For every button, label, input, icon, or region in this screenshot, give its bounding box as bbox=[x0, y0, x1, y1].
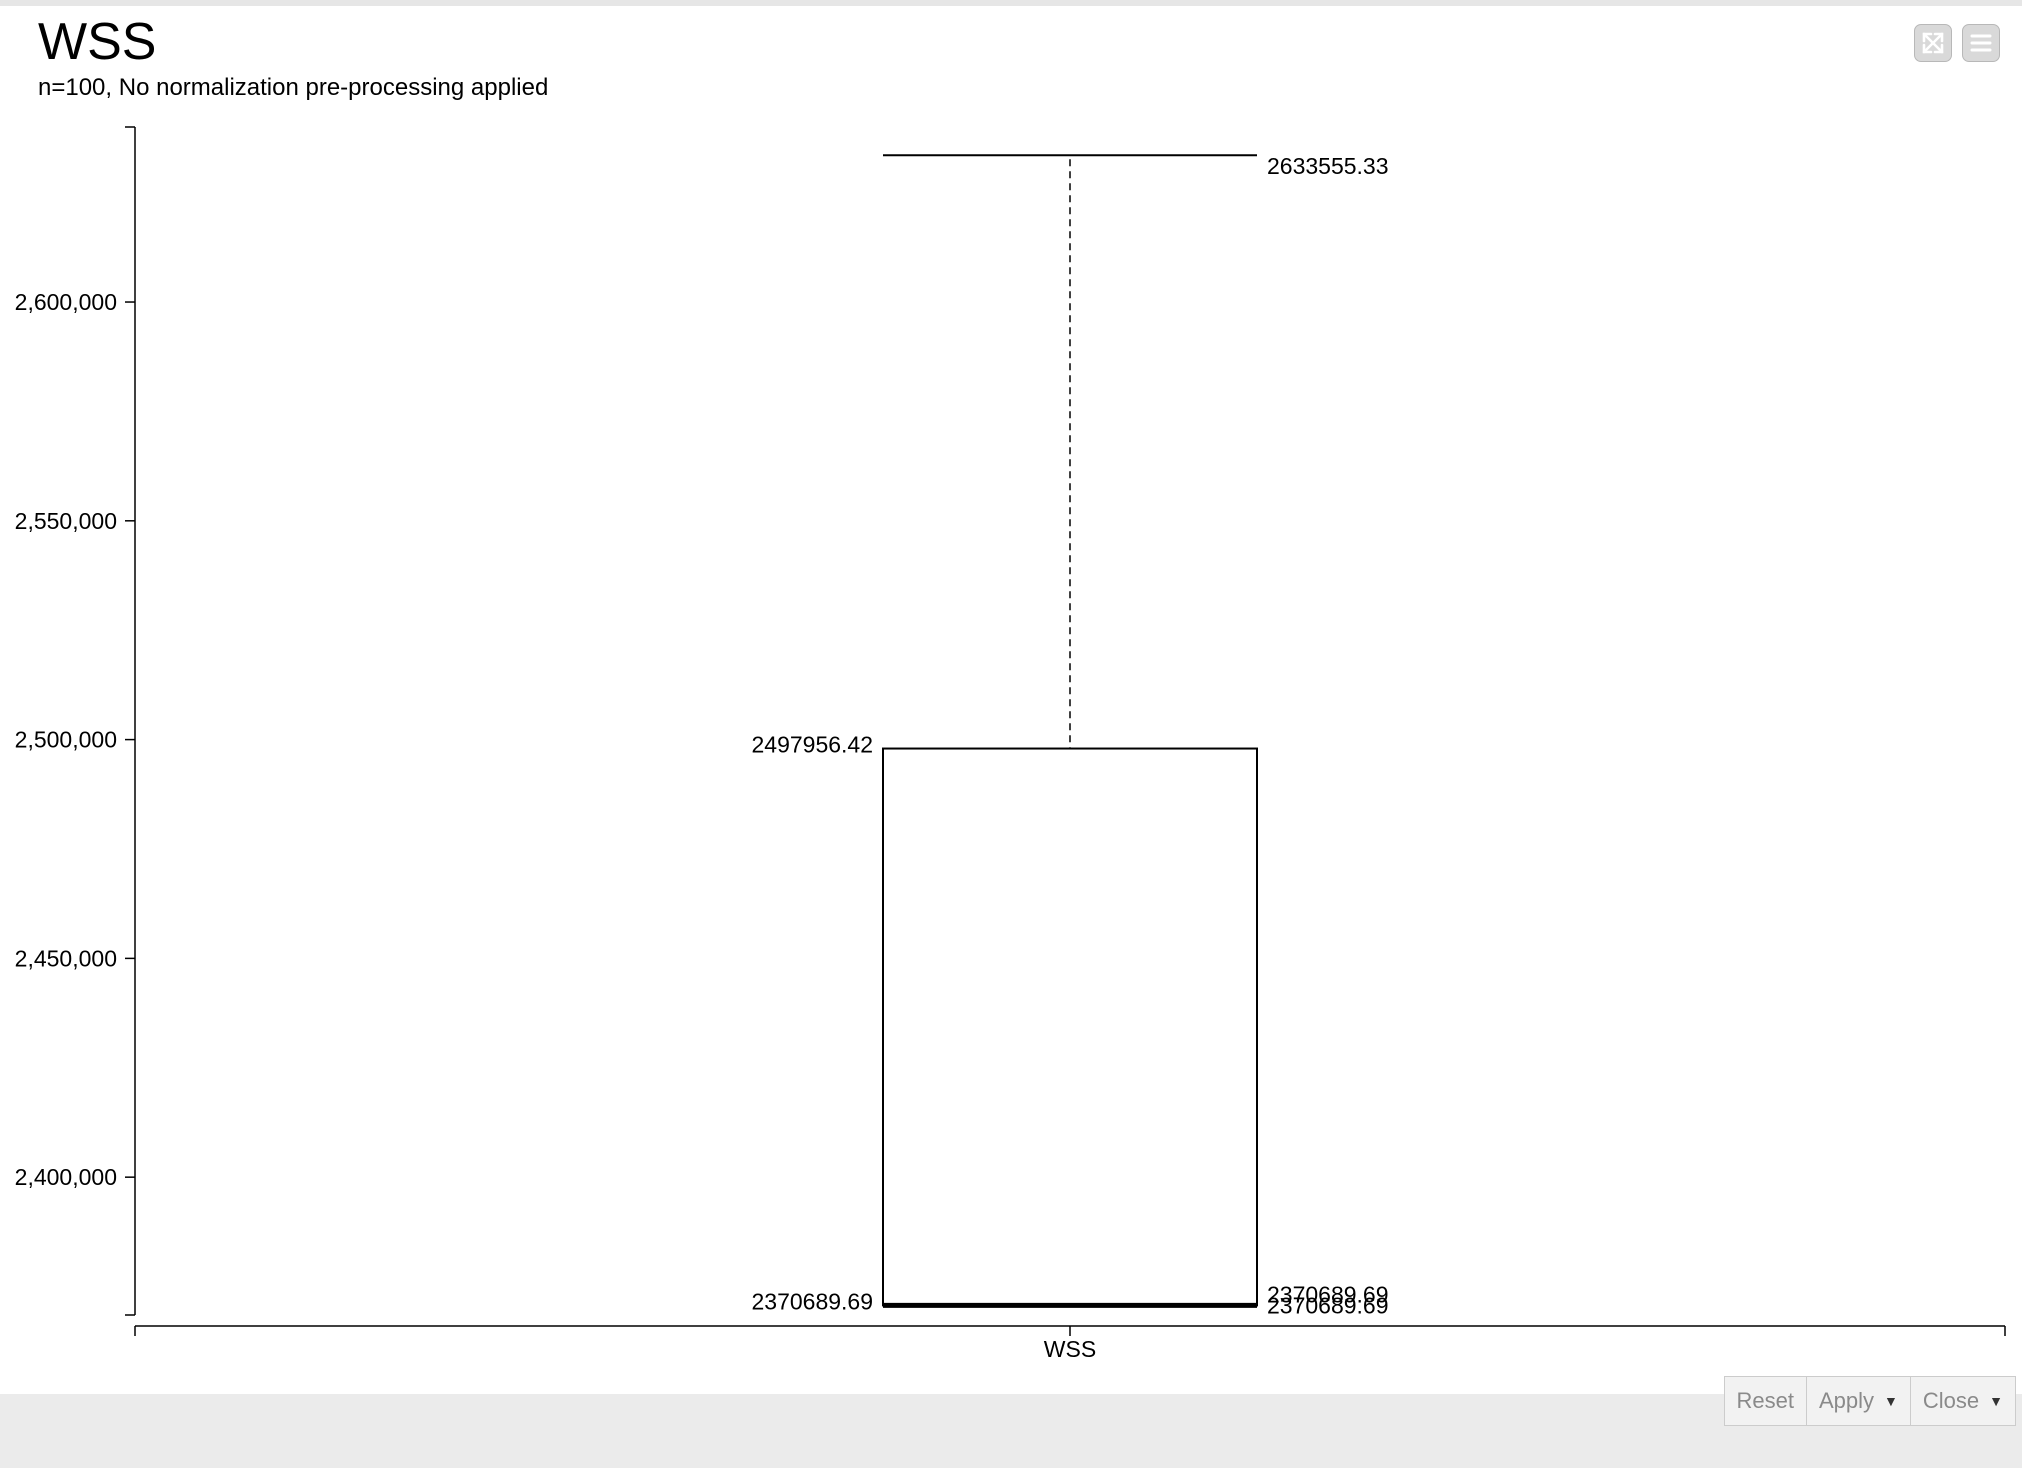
caret-down-icon: ▼ bbox=[1989, 1393, 2003, 1409]
reset-button-label: Reset bbox=[1736, 1388, 1794, 1413]
caret-down-icon: ▼ bbox=[1884, 1393, 1898, 1409]
y-tick-label: 2,500,000 bbox=[15, 727, 117, 753]
chart-subtitle: n=100, No normalization pre-processing a… bbox=[38, 74, 549, 101]
y-tick-label: 2,600,000 bbox=[15, 289, 117, 315]
boxplot-chart: 2,400,000 2,450,000 2,500,000 2,550,000 2,60… bbox=[15, 126, 2006, 1362]
hamburger-menu-icon bbox=[1970, 34, 1992, 52]
y-tick-label: 2,450,000 bbox=[15, 945, 117, 971]
y-tick-label: 2,550,000 bbox=[15, 508, 117, 534]
min-value-label: 2370689.69 bbox=[1267, 1292, 1389, 1318]
footer-button-group: Reset Apply ▼ Close ▼ bbox=[1723, 1376, 2016, 1426]
top-strip bbox=[0, 0, 2022, 6]
median-value-label: 2370689.69 bbox=[1267, 1281, 1389, 1307]
close-button-label: Close bbox=[1922, 1388, 1980, 1413]
x-tick-label: WSS bbox=[1044, 1336, 1096, 1362]
menu-button[interactable] bbox=[1962, 24, 2000, 62]
expand-icon bbox=[1922, 32, 1944, 54]
y-tick-label: 2,400,000 bbox=[15, 1164, 117, 1190]
max-value-label: 2633555.33 bbox=[1267, 153, 1389, 179]
close-button[interactable]: Close ▼ bbox=[1910, 1377, 2015, 1425]
q1-value-label: 2370689.69 bbox=[751, 1288, 873, 1314]
iqr-box bbox=[882, 747, 1258, 1307]
apply-button[interactable]: Apply ▼ bbox=[1806, 1377, 1911, 1425]
q3-value-label: 2497956.42 bbox=[751, 732, 873, 758]
reset-button[interactable]: Reset bbox=[1724, 1377, 1807, 1425]
expand-button[interactable] bbox=[1914, 24, 1952, 62]
chart-title: WSS bbox=[38, 13, 157, 71]
footer-bar bbox=[0, 1394, 2022, 1468]
apply-button-label: Apply bbox=[1818, 1388, 1875, 1413]
